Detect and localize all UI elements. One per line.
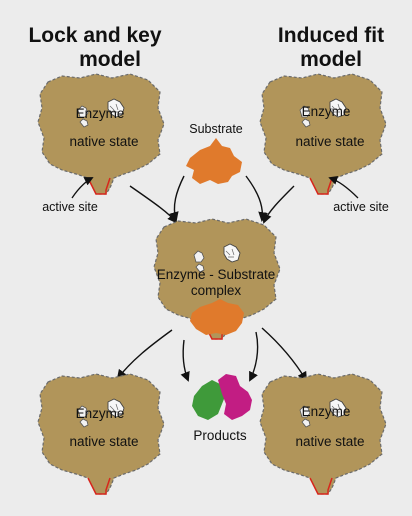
enzyme-bottom-left: Enzyme native state bbox=[38, 374, 164, 494]
title-left-line1: Lock and key bbox=[28, 24, 161, 47]
active-site-arrow-left bbox=[71, 177, 94, 199]
native-state-label: native state bbox=[295, 134, 364, 149]
enzyme-top-right: Enzyme native state bbox=[260, 74, 386, 194]
enzyme-substrate-complex: Enzyme - Substrate complex bbox=[154, 219, 280, 339]
substrate-label: Substrate bbox=[189, 122, 243, 136]
active-site-label-left: active site bbox=[42, 200, 98, 214]
arrow-complex-to-products-left bbox=[180, 339, 190, 382]
products-label: Products bbox=[193, 428, 247, 443]
arrow-right-to-complex bbox=[262, 185, 295, 224]
title-left-line2: model bbox=[79, 48, 141, 71]
enzyme-bottom-right: Enzyme native state bbox=[260, 374, 386, 494]
complex-label-line2: complex bbox=[191, 283, 242, 298]
bound-substrate-shape bbox=[190, 299, 244, 335]
enzyme-label: Enzyme bbox=[76, 106, 125, 121]
active-site-arrow-right bbox=[328, 175, 359, 199]
product-green-shape bbox=[192, 380, 226, 420]
enzyme-label: Enzyme bbox=[302, 404, 351, 419]
arrow-complex-to-products-right bbox=[249, 331, 259, 382]
active-site-label-right: active site bbox=[333, 200, 389, 214]
native-state-label: native state bbox=[295, 434, 364, 449]
product-magenta-shape bbox=[218, 374, 252, 420]
enzyme-top-left: Enzyme native state bbox=[38, 74, 164, 194]
title-right-line1: Induced fit bbox=[278, 24, 384, 47]
enzyme-label: Enzyme bbox=[76, 406, 125, 421]
substrate-shape bbox=[186, 138, 242, 184]
title-right-line2: model bbox=[300, 48, 362, 71]
arrow-substrate-to-complex-right bbox=[245, 175, 268, 222]
arrow-substrate-to-complex-left bbox=[169, 175, 185, 222]
arrow-complex-to-left bbox=[116, 329, 173, 380]
enzyme-label: Enzyme bbox=[302, 104, 351, 119]
complex-label-line1: Enzyme - Substrate bbox=[157, 267, 276, 282]
native-state-label: native state bbox=[69, 434, 138, 449]
arrow-complex-to-right bbox=[261, 327, 308, 382]
arrow-left-to-complex bbox=[129, 185, 178, 224]
native-state-label: native state bbox=[69, 134, 138, 149]
